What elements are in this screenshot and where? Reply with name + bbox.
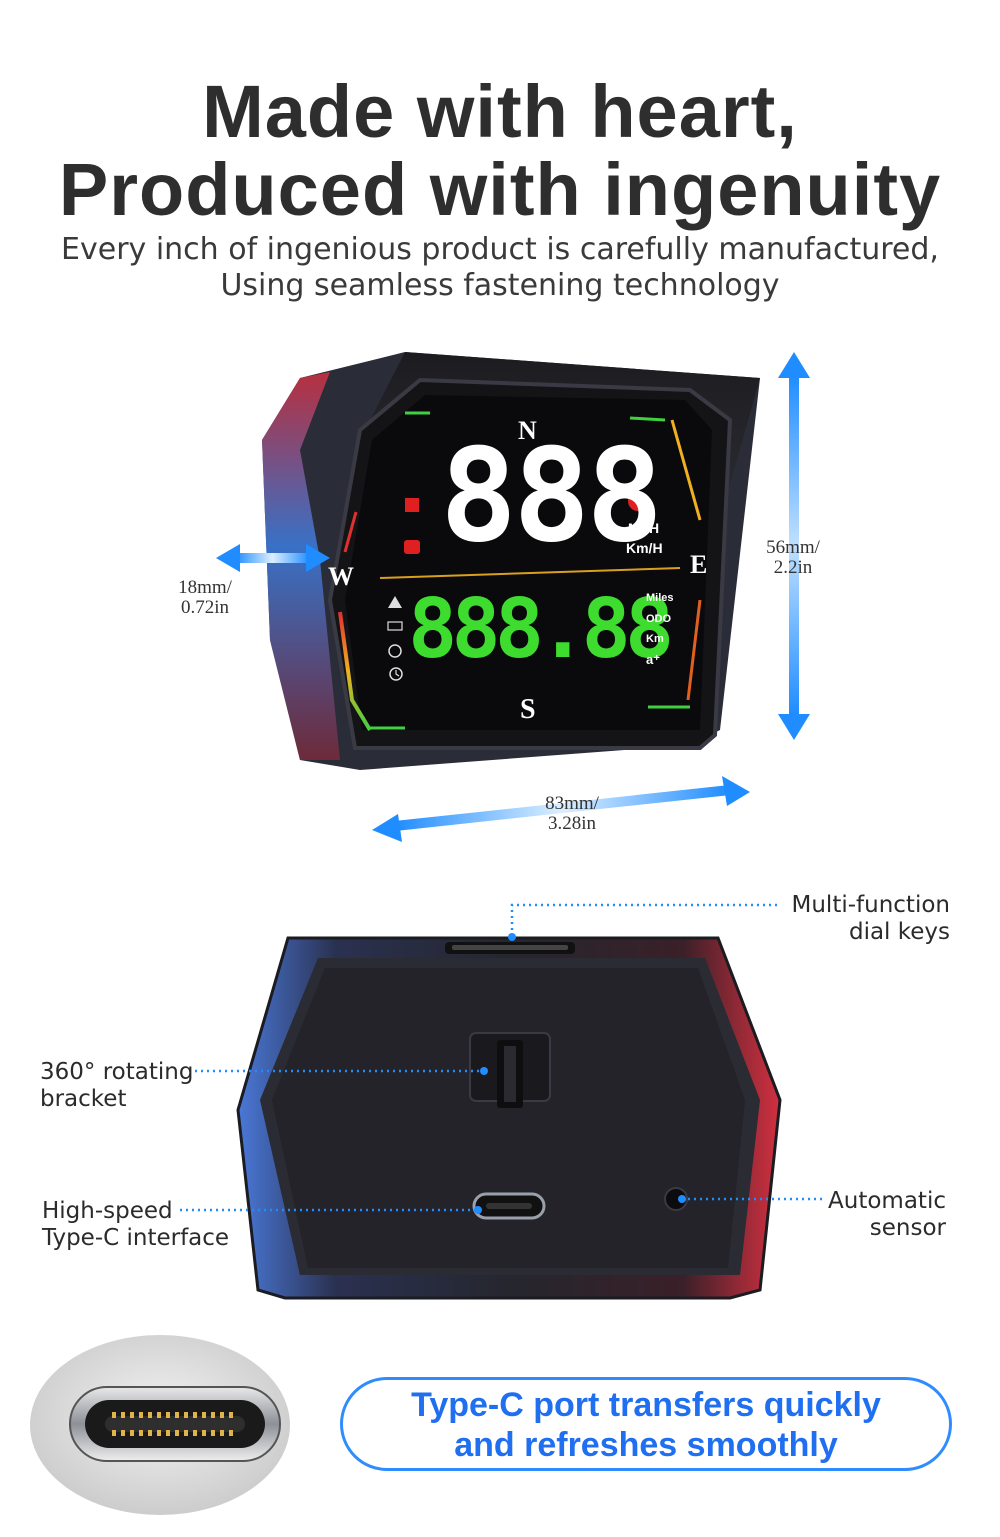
ab-trip-icon: [387, 621, 403, 631]
height-arrow-icon: [778, 352, 810, 740]
callout-leaders: [180, 903, 822, 1212]
callout-bracket: 360° rotating bracket: [40, 1059, 210, 1113]
compass-south: S: [520, 694, 536, 725]
headline-line-2: Produced with ingenuity: [58, 148, 942, 231]
fuel-gauge-icon: [388, 644, 402, 658]
compass-west: W: [328, 562, 354, 591]
depth-label: 18mm/ 0.72in: [160, 578, 250, 618]
callout-dial-keys: Multi-function dial keys: [760, 892, 950, 946]
hud-device-front: [216, 352, 810, 842]
depth-arrow-icon: [216, 544, 330, 572]
callout-sensor-line2: sensor: [869, 1215, 946, 1241]
typec-closeup-image: [30, 1335, 290, 1515]
width-arrow-icon: [372, 776, 750, 842]
odometer-readout: 888.88: [408, 582, 674, 677]
headline-line-1: Made with heart,: [202, 70, 798, 153]
banner-line2: and refreshes smoothly: [454, 1426, 838, 1464]
rotating-bracket-icon: [469, 1032, 551, 1108]
banner-line1: Type-C port transfers quickly: [411, 1386, 881, 1424]
callout-typec: High-speed Type-C interface: [42, 1198, 262, 1252]
unit-kmh: Km/H: [626, 540, 663, 556]
compass-north: N: [518, 416, 537, 445]
height-label: 56mm/ 2.2in: [748, 538, 838, 578]
warning-icon: [628, 491, 648, 511]
depth-label-line2: 0.72in: [180, 597, 230, 618]
callout-bracket-line2: bracket: [40, 1086, 127, 1112]
width-label-line2: 3.28in: [547, 813, 597, 834]
speed-readout: 888: [440, 422, 663, 571]
light-sensor-icon: [664, 1187, 688, 1211]
subtitle-line-2: Using seamless fastening technology: [220, 268, 780, 303]
callout-dial-keys-line1: Multi-function: [791, 892, 950, 918]
height-label-line2: 2.2in: [773, 557, 813, 578]
width-label: 83mm/ 3.28in: [527, 794, 617, 834]
height-label-line1: 56mm/: [766, 537, 820, 558]
depth-label-line1: 18mm/: [178, 577, 232, 598]
hud-device-back: [180, 903, 822, 1300]
label-odo: ODO: [646, 613, 672, 625]
label-km: Km: [646, 633, 664, 645]
callout-dial-keys-line2: dial keys: [848, 919, 950, 945]
label-miles: Miles: [646, 592, 674, 604]
callout-bracket-line1: 360° rotating: [40, 1059, 194, 1085]
coffee-cup-icon: [404, 540, 420, 554]
callout-sensor: Automatic sensor: [800, 1188, 946, 1242]
clock-icon: [389, 667, 403, 681]
typec-port-icon: [472, 1192, 546, 1220]
subtitle-line-1: Every inch of ingenious product is caref…: [61, 232, 939, 267]
gps-satellite-icon: [405, 498, 419, 512]
label-acceleration: a⁺: [646, 652, 661, 667]
typec-feature-banner: Type-C port transfers quickly and refres…: [340, 1377, 952, 1471]
callout-typec-line1: High-speed: [42, 1198, 173, 1224]
callout-typec-line2: Type-C interface: [42, 1225, 230, 1251]
width-label-line1: 83mm/: [545, 793, 599, 814]
altitude-icon: [388, 596, 402, 608]
compass-east: E: [690, 550, 708, 579]
unit-mph: MPH: [628, 520, 660, 536]
callout-sensor-line1: Automatic: [828, 1188, 946, 1214]
